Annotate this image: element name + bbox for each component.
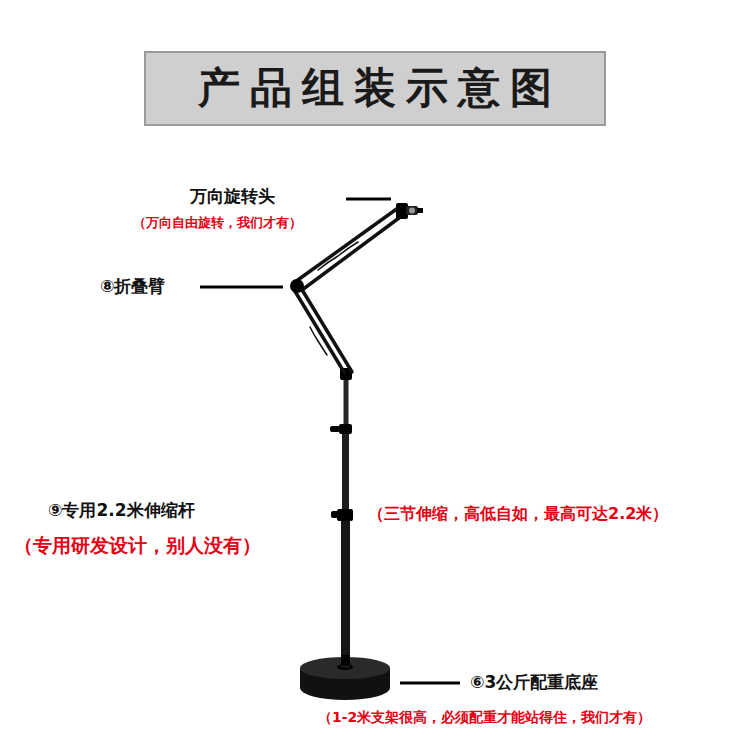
part-name: ⑧折叠臂 (100, 276, 165, 296)
note-text: （专用研发设计，别人没有） (14, 534, 261, 557)
title-text: 产品组装示意图 (198, 63, 562, 113)
leader-line (200, 199, 460, 683)
folding-arm (290, 208, 403, 380)
part-name: ⑨专用2.2米伸缩杆 (48, 500, 195, 520)
note-text: （1-2米支架很高，必须配重才能站得住，我们才有） (318, 709, 651, 726)
universal-swivel-head (396, 203, 423, 219)
note-text: （万向自由旋转，我们才有） (133, 215, 302, 231)
telescopic-pole (330, 375, 353, 668)
part-name: 万向旋转头 (190, 186, 275, 206)
title-banner (145, 52, 605, 125)
part-name: ⑥3公斤配重底座 (470, 672, 598, 692)
note-text: （三节伸缩，高低自如，最高可达2.2米） (368, 504, 668, 523)
